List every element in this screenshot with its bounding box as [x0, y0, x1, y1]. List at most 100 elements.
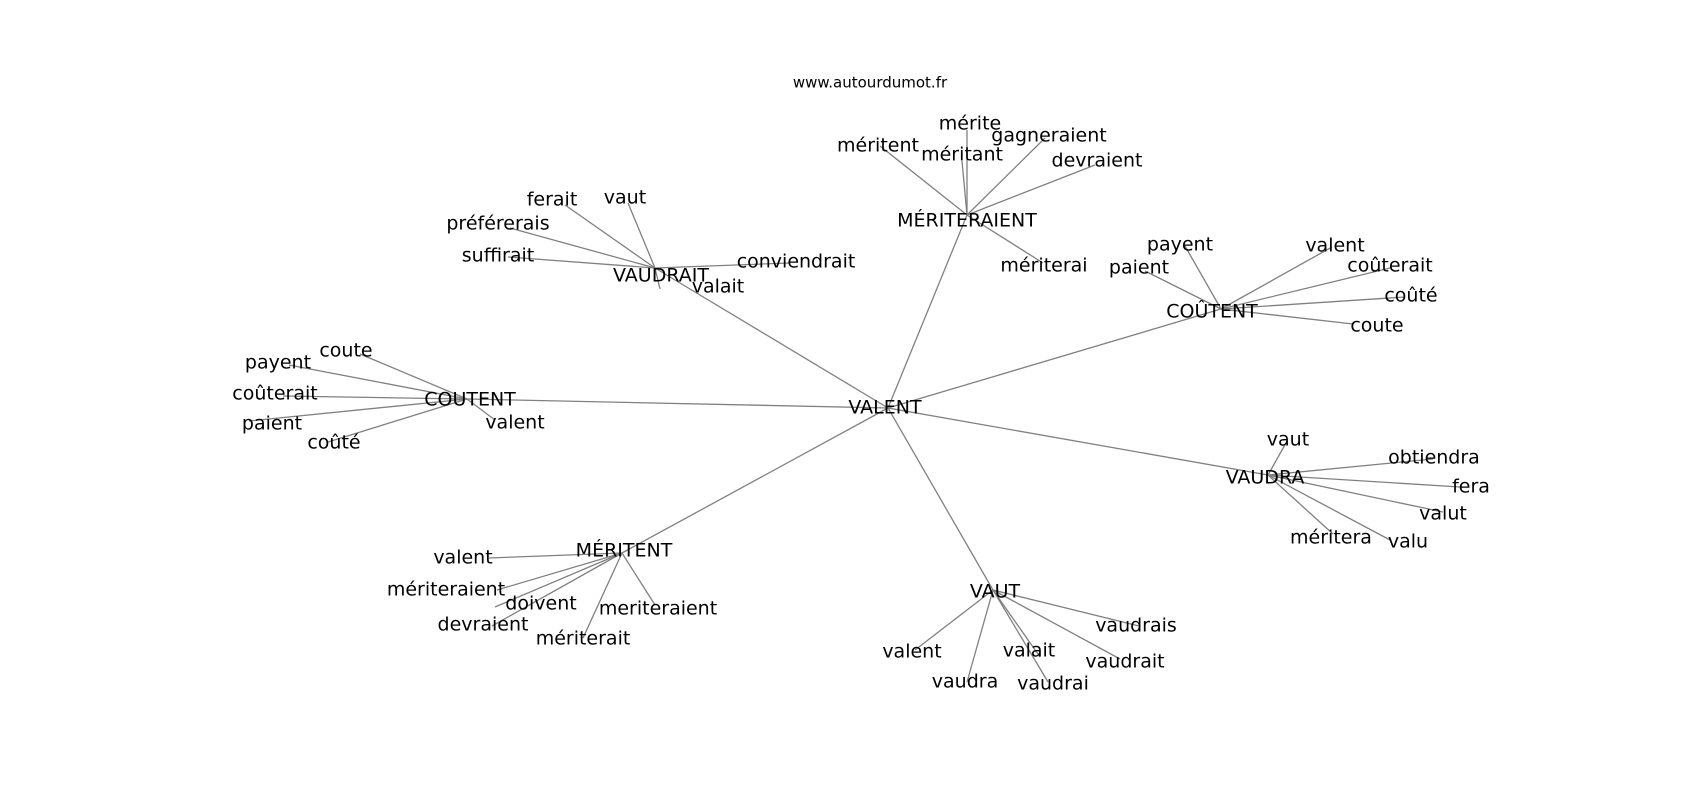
word-node-label: doivent — [505, 593, 576, 615]
edge-hub-to-word — [961, 160, 968, 216]
edge-hub-to-word — [992, 589, 1140, 627]
edge-hub-to-word — [966, 137, 1046, 216]
edge-hub-to-word — [966, 589, 994, 683]
edge-root-to-hub — [654, 267, 889, 409]
edge-hub-to-word — [494, 552, 623, 608]
edge-hub-to-word — [282, 395, 468, 400]
edge-hub-to-word — [488, 552, 623, 559]
word-node-label: valent — [485, 412, 544, 434]
edge-hub-to-word — [1220, 267, 1391, 310]
word-node-label: mériterai — [1000, 255, 1087, 277]
edge-hub-to-word — [327, 398, 468, 443]
edge-root-to-hub — [887, 214, 968, 409]
edge-hub-to-word — [288, 364, 468, 400]
word-node-label: méritant — [921, 144, 1003, 166]
hub-node-label: COUTENT — [424, 389, 516, 411]
word-node-label: meriteraient — [599, 598, 717, 620]
word-node-label: valait — [1003, 640, 1056, 662]
word-node-label: coûté — [1384, 285, 1437, 307]
edge-hub-to-word — [914, 589, 994, 651]
edge-hub-to-word — [992, 589, 1049, 683]
edge-hub-to-word — [248, 398, 468, 422]
word-node-label: préférerais — [446, 213, 549, 235]
edge-hub-to-word — [1184, 245, 1222, 310]
edge-hub-to-word — [509, 227, 656, 269]
word-node-label: vaudrais — [1095, 615, 1177, 637]
word-node-label: gagneraient — [991, 125, 1106, 147]
edge-root-to-hub — [466, 398, 889, 409]
edge-root-to-hub — [621, 407, 889, 554]
word-node-label: mérite — [939, 113, 1001, 135]
edge-root-to-hub — [887, 407, 994, 591]
edge-hub-to-word — [621, 552, 656, 606]
edge-hub-to-word — [879, 145, 968, 216]
edge-hub-to-word — [1220, 308, 1354, 325]
watermark-label: www.autourdumot.fr — [793, 74, 948, 92]
word-node-label: coûterait — [1347, 255, 1432, 277]
word-node-label: valu — [1388, 531, 1428, 553]
edge-hub-to-word — [992, 589, 1121, 660]
edge-hub-to-word — [654, 267, 661, 290]
word-node-label: coute — [1350, 315, 1403, 337]
edge-hub-to-word — [627, 202, 656, 269]
word-node-label: payent — [1147, 234, 1213, 256]
edge-hub-to-word — [1267, 474, 1444, 513]
hub-node-label: VAUDRA — [1226, 467, 1305, 489]
word-node-label: conviendrait — [737, 251, 856, 273]
hub-node-label: MÉRITENT — [576, 539, 673, 562]
edge-hub-to-word — [1144, 270, 1222, 310]
word-node-label: vaut — [604, 187, 646, 209]
word-node-label: paient — [1109, 257, 1169, 279]
word-node-label: vaudrai — [1017, 673, 1089, 695]
graph-edges — [248, 130, 1461, 683]
edge-hub-to-word — [1220, 246, 1333, 310]
word-node-label: coûté — [307, 432, 360, 454]
edge-hub-to-word — [654, 262, 791, 269]
word-node-label: valent — [1305, 235, 1364, 257]
word-node-label: méritera — [1290, 527, 1372, 549]
edge-root-to-hub — [887, 308, 1222, 409]
edge-hub-to-word — [1267, 442, 1287, 476]
word-node-label: coute — [319, 340, 372, 362]
word-node-label: valent — [882, 641, 941, 663]
word-node-label: vaut — [1267, 429, 1309, 451]
hub-node-label: VAUT — [970, 581, 1021, 603]
word-node-label: méritent — [837, 135, 919, 157]
edge-root-to-hub — [887, 407, 1269, 476]
edge-hub-to-word — [564, 204, 656, 269]
edge-hub-to-word — [466, 398, 496, 421]
edge-hub-to-word — [491, 552, 623, 627]
word-node-label: payent — [245, 352, 311, 374]
word-node-label: vaudrait — [1085, 651, 1164, 673]
edge-hub-to-word — [1220, 296, 1406, 310]
word-node-label: devraient — [1052, 150, 1143, 172]
hub-node-label: MÉRITERAIENT — [897, 209, 1037, 232]
word-node-label: fera — [1452, 476, 1490, 498]
word-node-label: obtiendra — [1388, 447, 1480, 469]
edge-hub-to-word — [966, 214, 1044, 264]
word-node-label: suffirait — [462, 245, 535, 267]
hub-node-label: VAUDRAIT — [613, 265, 709, 287]
graph-labels: www.autourdumot.fr VALENT ferait vaut préfé… — [232, 74, 1490, 695]
word-node-label: mériteraient — [387, 579, 505, 601]
word-node-label: paient — [242, 413, 302, 435]
edge-hub-to-word — [359, 353, 468, 400]
word-node-label: coûterait — [232, 383, 317, 405]
edge-hub-to-word — [1267, 474, 1461, 488]
word-node-label: devraient — [438, 614, 529, 636]
hub-node-label: COÛTENT — [1166, 299, 1258, 323]
edge-hub-to-word — [966, 164, 1096, 216]
edge-hub-to-word — [1267, 458, 1434, 476]
edge-hub-to-word — [496, 552, 623, 591]
edge-hub-to-word — [1267, 474, 1334, 535]
edge-hub-to-word — [507, 256, 656, 269]
edge-hub-to-word — [1267, 474, 1391, 541]
edge-hub-to-word — [992, 589, 1041, 658]
word-node-label: vaudra — [932, 671, 998, 693]
word-node-label: valent — [433, 547, 492, 569]
word-node-label: valut — [1419, 503, 1467, 525]
word-node-label: ferait — [527, 189, 578, 211]
edge-hub-to-word — [582, 552, 623, 639]
root-node-label: VALENT — [848, 397, 922, 419]
